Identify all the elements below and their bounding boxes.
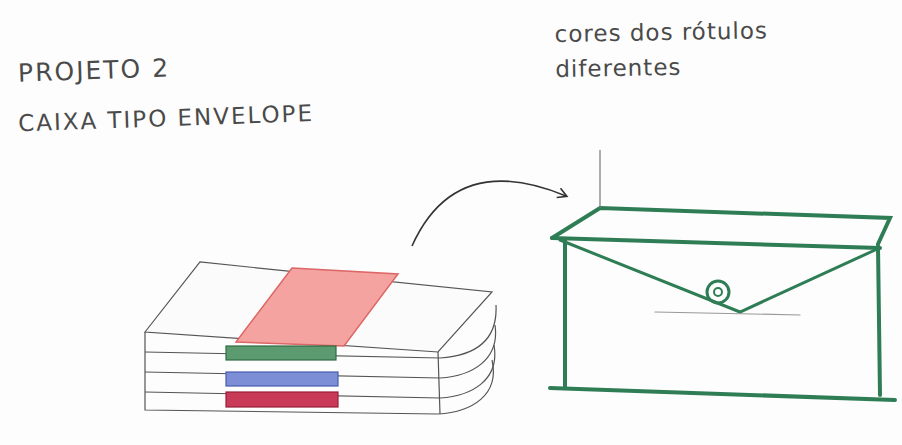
label-band-green <box>226 346 336 360</box>
label-band-pink <box>236 268 398 346</box>
envelope-box <box>550 208 895 400</box>
curved-arrow <box>412 181 566 246</box>
sketch-subtitle: CAIXA TIPO ENVELOPE <box>18 90 499 141</box>
handwritten-note: cores dos rótulos diferentes <box>554 11 895 86</box>
sketch-title: PROJETO 2 <box>17 49 170 92</box>
label-band-red <box>226 392 338 407</box>
leader-line <box>599 150 600 208</box>
envelope-stack <box>145 262 496 414</box>
label-band-blue <box>226 372 338 386</box>
